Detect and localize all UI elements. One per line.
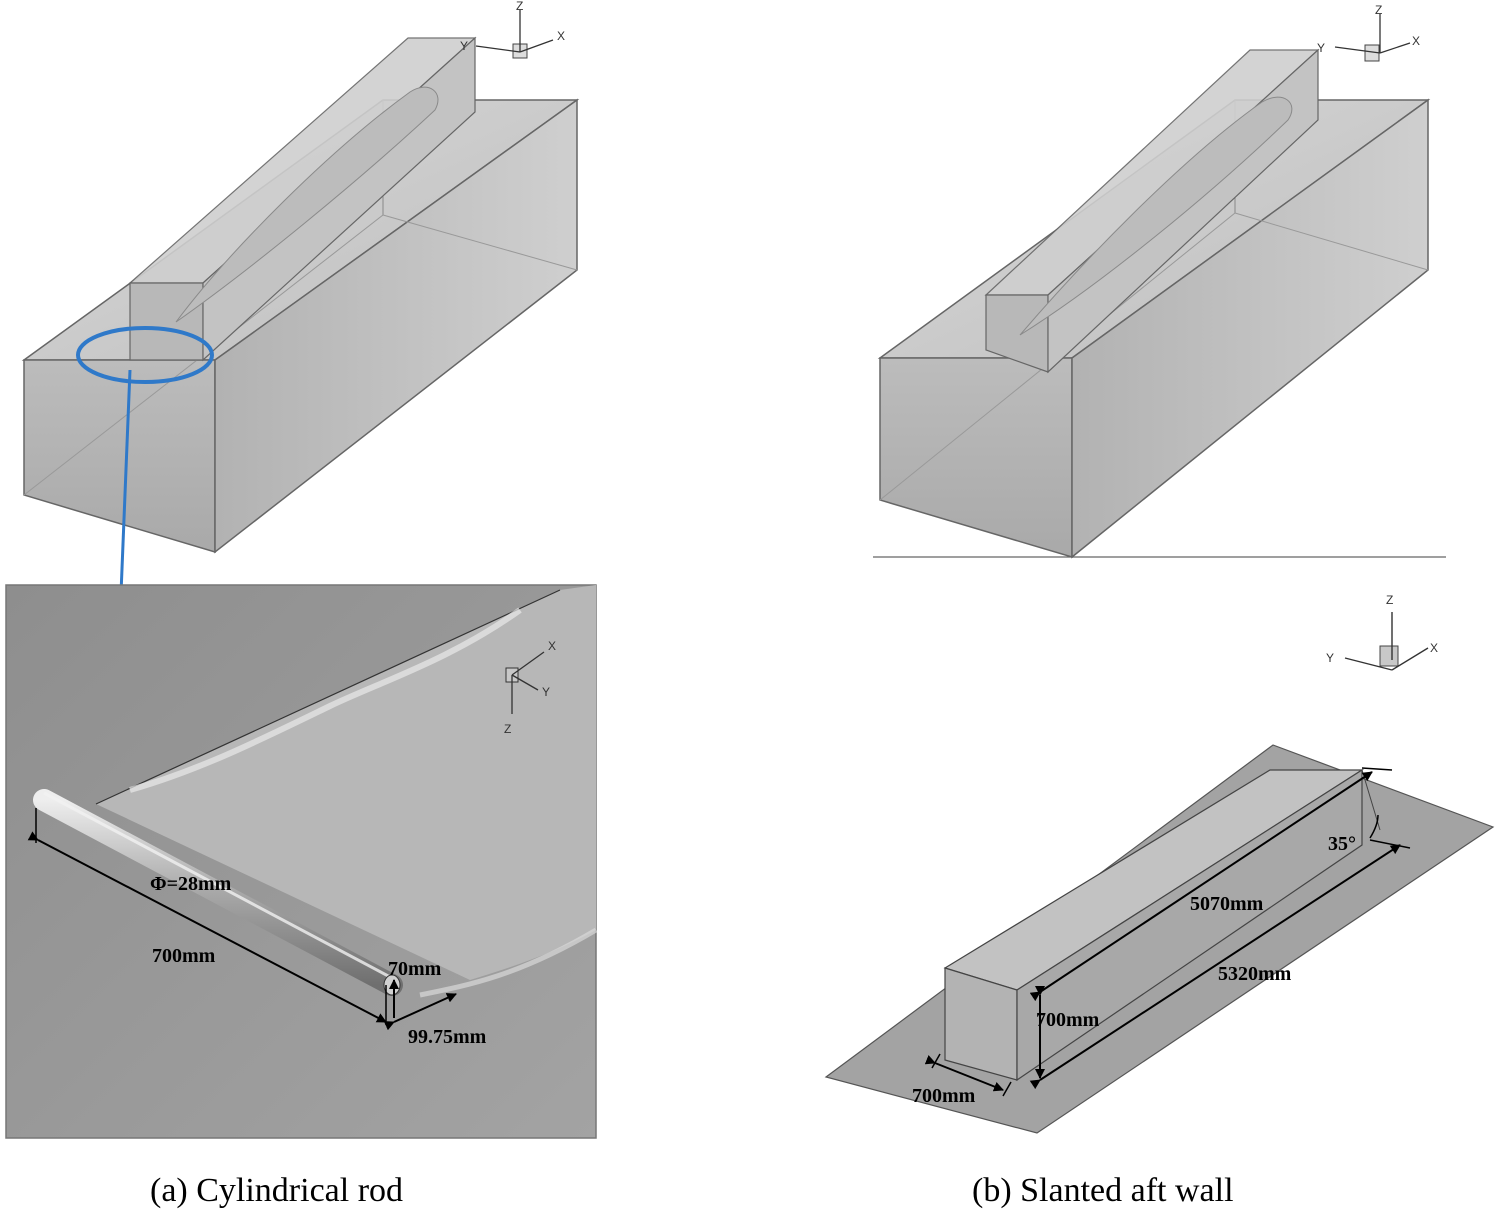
axis-label-x: X [557, 29, 565, 43]
dim-length-top: 5070mm [1190, 893, 1264, 915]
axis-label-x: X [1430, 641, 1438, 655]
axis-label-y: Y [1317, 41, 1325, 55]
zoom-inset: Φ=28mm 700mm 70mm 99.75mm Z X Y [5, 584, 598, 1139]
axis-triad-b-bottom: Z Y X [1326, 593, 1438, 671]
caption-b: (b) Slanted aft wall [972, 1172, 1234, 1209]
axis-triad-b-top: Z Y X [1317, 3, 1420, 62]
axis-label-y: Y [1326, 651, 1334, 665]
caption-a: (a) Cylindrical rod [150, 1172, 404, 1209]
axis-label-z: Z [516, 0, 523, 13]
axis-triad-a-inset: Z X Y [504, 639, 556, 736]
dim-offset: 99.75mm [408, 1026, 487, 1048]
dim-angle: 35° [1328, 833, 1356, 855]
panel-b: Z Y X Z Y X [824, 3, 1495, 1134]
dim-height: 700mm [1036, 1009, 1100, 1031]
hull-shape-a [175, 86, 439, 323]
axis-label-x: X [1412, 34, 1420, 48]
inner-box-b [984, 48, 1320, 374]
axis-label-z: Z [504, 722, 511, 736]
slanted-wall-model: 35° 5070mm 5320mm 700mm 700mm [824, 744, 1495, 1134]
axis-label-y: Y [460, 39, 468, 53]
callout-ellipse [76, 326, 214, 384]
hull-shape-b [1019, 96, 1293, 336]
dim-height: 70mm [388, 958, 442, 980]
inner-box-a [128, 36, 477, 362]
dim-width: 700mm [912, 1085, 976, 1107]
dim-diameter: Φ=28mm [150, 873, 232, 895]
dim-length-bottom: 5320mm [1218, 963, 1292, 985]
dim-length: 700mm [152, 945, 216, 967]
axis-triad-a-top: Z Y X [460, 0, 565, 59]
axis-label-z: Z [1386, 593, 1393, 607]
panel-a: Z Y X Φ=28mm 700mm 70mm 99.75mm [5, 0, 598, 1139]
axis-label-z: Z [1375, 3, 1382, 17]
axis-label-y: Y [542, 685, 550, 699]
axis-label-x: X [548, 639, 556, 653]
